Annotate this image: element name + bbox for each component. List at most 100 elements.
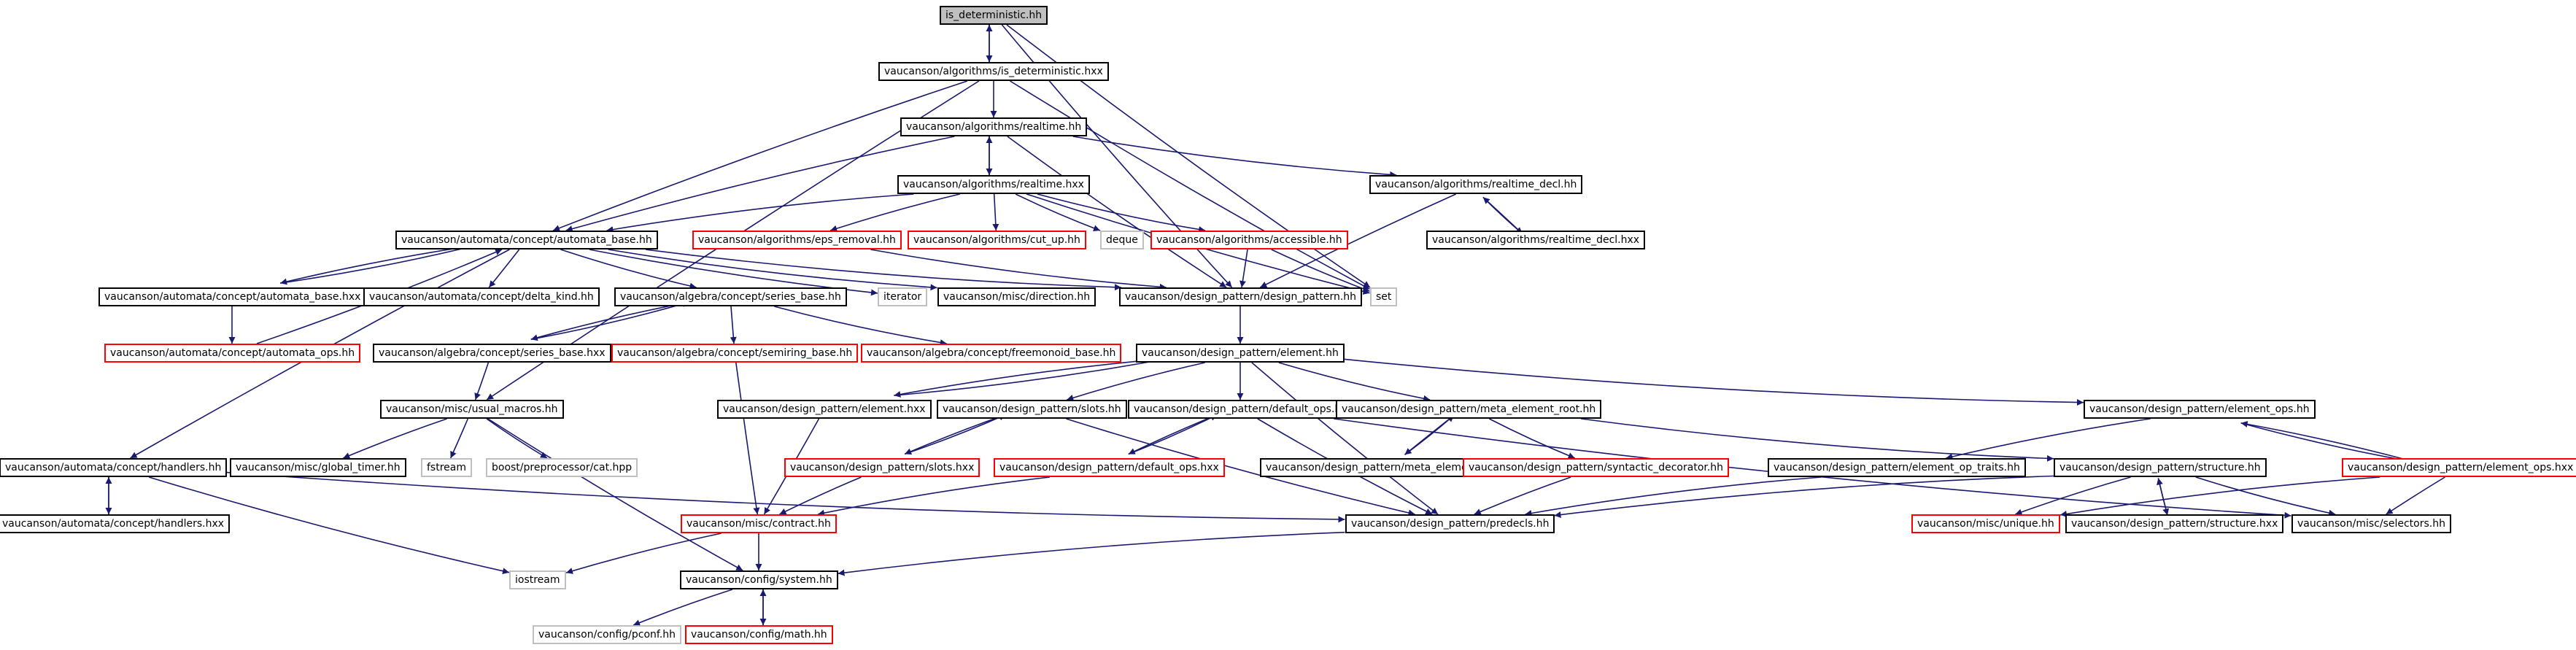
edge-predecls-to-system bbox=[838, 531, 1345, 576]
edge-default-ops-hxx-to-default-ops-hh bbox=[1128, 414, 1218, 455]
node-accessible[interactable]: vaucanson/algorithms/accessible.hh bbox=[1150, 231, 1348, 249]
node-syntactic-decorator[interactable]: vaucanson/design_pattern/syntactic_decor… bbox=[1463, 458, 1730, 477]
edge-automata-base-hh-to-series-base-hh bbox=[560, 249, 697, 290]
node-element-op-traits[interactable]: vaucanson/design_pattern/element_op_trai… bbox=[1768, 458, 2026, 477]
node-contract[interactable]: vaucanson/misc/contract.hh bbox=[681, 514, 837, 533]
edge-automata-base-hxx-to-automata-base-hh bbox=[280, 243, 477, 284]
edge-automata-base-hh-to-direction bbox=[608, 249, 937, 291]
edge-element-hh-to-slots-hh bbox=[1067, 362, 1205, 401]
node-series-base-hxx[interactable]: vaucanson/algebra/concept/series_base.hx… bbox=[373, 344, 611, 363]
edge-accessible-to-design-pattern-hh bbox=[1239, 249, 1248, 288]
edge-is-det-hxx-to-automata-base-hh bbox=[552, 80, 968, 231]
node-system[interactable]: vaucanson/config/system.hh bbox=[680, 570, 838, 589]
edge-realtime-hxx-to-cut-up bbox=[992, 193, 999, 231]
edge-is-det-hh-to-design-pattern-hh bbox=[1001, 24, 1233, 288]
edge-series-base-hh-to-freemonoid-base bbox=[774, 306, 947, 346]
edge-semiring-base-to-contract bbox=[735, 362, 760, 515]
node-pconf[interactable]: vaucanson/config/pconf.hh bbox=[533, 625, 682, 644]
edge-element-ops-hxx-to-element-ops-hh bbox=[2240, 421, 2417, 463]
edge-contract-to-iostream bbox=[565, 533, 722, 574]
node-cut-up[interactable]: vaucanson/algorithms/cut_up.hh bbox=[908, 231, 1086, 249]
edge-automata-base-hh-to-automata-base-hxx bbox=[280, 244, 477, 285]
node-delta-kind[interactable]: vaucanson/automata/concept/delta_kind.hh bbox=[363, 287, 600, 306]
node-meta-element-root-hh[interactable]: vaucanson/design_pattern/meta_element_ro… bbox=[1336, 400, 1602, 419]
node-slots-hh[interactable]: vaucanson/design_pattern/slots.hh bbox=[937, 400, 1127, 419]
edge-syntactic-decorator-to-predecls bbox=[1474, 476, 1571, 515]
node-realtime-decl-hh[interactable]: vaucanson/algorithms/realtime_decl.hh bbox=[1369, 175, 1583, 194]
edge-handlers-hh-to-iostream bbox=[148, 476, 510, 575]
node-selectors[interactable]: vaucanson/misc/selectors.hh bbox=[2291, 514, 2451, 533]
node-semiring-base[interactable]: vaucanson/algebra/concept/semiring_base.… bbox=[611, 344, 859, 363]
edge-series-base-hxx-to-usual-macros bbox=[474, 362, 490, 401]
edge-realtime-hh-to-automata-base-hh bbox=[565, 136, 955, 232]
node-iterator[interactable]: iterator bbox=[878, 287, 928, 306]
node-realtime-hh[interactable]: vaucanson/algorithms/realtime.hh bbox=[900, 117, 1088, 136]
node-series-base-hh[interactable]: vaucanson/algebra/concept/series_base.hh bbox=[614, 287, 847, 306]
node-iostream[interactable]: iostream bbox=[509, 570, 566, 589]
edge-element-ops-hxx-to-selectors bbox=[2386, 476, 2445, 515]
node-element-hh[interactable]: vaucanson/design_pattern/element.hh bbox=[1136, 344, 1345, 363]
node-automata-base-hh[interactable]: vaucanson/automata/concept/automata_base… bbox=[395, 231, 658, 249]
edge-accessible-to-set bbox=[1271, 249, 1370, 293]
node-design-pattern-hh[interactable]: vaucanson/design_pattern/design_pattern.… bbox=[1119, 287, 1363, 306]
edge-realtime-hh-to-realtime-decl-hh bbox=[1072, 136, 1397, 178]
edge-meta-element-root-hxx-to-meta-element-root-hh bbox=[1404, 414, 1455, 455]
node-direction[interactable]: vaucanson/misc/direction.hh bbox=[937, 287, 1096, 306]
edge-structure-hh-to-selectors bbox=[2195, 476, 2336, 516]
node-usual-macros[interactable]: vaucanson/misc/usual_macros.hh bbox=[380, 400, 564, 419]
node-global-timer[interactable]: vaucanson/misc/global_timer.hh bbox=[230, 458, 406, 477]
node-realtime-hxx[interactable]: vaucanson/algorithms/realtime.hxx bbox=[897, 175, 1090, 194]
edge-series-base-hxx-to-series-base-hh bbox=[530, 301, 689, 340]
edge-meta-element-root-hh-to-syntactic-decorator bbox=[1488, 418, 1576, 459]
node-element-ops-hh[interactable]: vaucanson/design_pattern/element_ops.hh bbox=[2084, 400, 2316, 419]
edge-usual-macros-to-fstream bbox=[449, 418, 469, 459]
node-deque[interactable]: deque bbox=[1100, 231, 1144, 249]
edge-system-to-pconf bbox=[633, 589, 733, 626]
node-default-ops-hh[interactable]: vaucanson/design_pattern/default_ops.hh bbox=[1128, 400, 1354, 419]
edge-element-hh-to-predecls bbox=[1251, 362, 1439, 515]
edge-slots-hh-to-predecls bbox=[1066, 418, 1415, 516]
node-slots-hxx[interactable]: vaucanson/design_pattern/slots.hxx bbox=[784, 458, 980, 477]
edge-realtime-hxx-to-accessible bbox=[1037, 193, 1206, 233]
node-cat-hpp[interactable]: boost/preprocessor/cat.hpp bbox=[486, 458, 638, 477]
node-predecls[interactable]: vaucanson/design_pattern/predecls.hh bbox=[1345, 514, 1555, 533]
edge-realtime-hxx-to-deque bbox=[1015, 193, 1101, 232]
node-freemonoid-base[interactable]: vaucanson/algebra/concept/freemonoid_bas… bbox=[861, 344, 1122, 363]
node-element-hxx[interactable]: vaucanson/design_pattern/element.hxx bbox=[717, 400, 932, 419]
edge-automata-base-hh-to-design-pattern-hh bbox=[645, 249, 1122, 291]
edge-realtime-hxx-to-automata-base-hh bbox=[606, 193, 914, 233]
edge-meta-element-root-hh-to-structure-hh bbox=[1580, 418, 2054, 462]
edge-default-ops-hxx-to-contract bbox=[817, 476, 1051, 516]
node-eps-removal[interactable]: vaucanson/algorithms/eps_removal.hh bbox=[692, 231, 902, 249]
edge-element-hh-to-meta-element-root-hh bbox=[1278, 362, 1431, 402]
edge-realtime-hxx-to-eps-removal bbox=[829, 193, 960, 232]
edge-structure-hh-to-unique bbox=[2015, 476, 2131, 516]
node-set[interactable]: set bbox=[1370, 287, 1398, 306]
edge-element-hh-to-element-ops-hh bbox=[1344, 358, 2084, 406]
edge-structure-hh-to-predecls bbox=[1554, 475, 2054, 519]
edge-series-base-hh-to-series-base-hxx bbox=[530, 301, 689, 341]
node-automata-ops[interactable]: vaucanson/automata/concept/automata_ops.… bbox=[104, 344, 361, 363]
edge-realtime-decl-hxx-to-realtime-decl-hh bbox=[1482, 196, 1523, 234]
node-handlers-hh[interactable]: vaucanson/automata/concept/handlers.hh bbox=[0, 458, 228, 477]
edge-series-base-hh-to-semiring-base bbox=[730, 306, 737, 344]
node-math[interactable]: vaucanson/config/math.hh bbox=[685, 625, 833, 644]
node-default-ops-hxx[interactable]: vaucanson/design_pattern/default_ops.hxx bbox=[994, 458, 1225, 477]
edge-handlers-hh-to-predecls bbox=[226, 471, 1345, 523]
edge-usual-macros-to-global-timer bbox=[342, 418, 447, 459]
node-is-det-hxx[interactable]: vaucanson/algorithms/is_deterministic.hx… bbox=[878, 62, 1109, 81]
node-automata-base-hxx[interactable]: vaucanson/automata/concept/automata_base… bbox=[98, 287, 367, 306]
edge-element-hh-to-element-hxx bbox=[894, 357, 1170, 398]
node-fstream[interactable]: fstream bbox=[421, 458, 472, 477]
node-element-ops-hxx[interactable]: vaucanson/design_pattern/element_ops.hxx bbox=[2342, 458, 2576, 477]
edge-element-ops-hxx-to-unique bbox=[2059, 476, 2380, 517]
node-structure-hh[interactable]: vaucanson/design_pattern/structure.hh bbox=[2054, 458, 2267, 477]
node-unique[interactable]: vaucanson/misc/unique.hh bbox=[1911, 514, 2060, 533]
node-realtime-decl-hxx[interactable]: vaucanson/algorithms/realtime_decl.hxx bbox=[1426, 231, 1646, 249]
node-structure-hxx[interactable]: vaucanson/design_pattern/structure.hxx bbox=[2065, 514, 2284, 533]
node-handlers-hxx[interactable]: vaucanson/automata/concept/handlers.hxx bbox=[0, 514, 231, 533]
edge-realtime-decl-hh-to-design-pattern-hh bbox=[1259, 193, 1457, 288]
node-is-det-hh: is_deterministic.hh bbox=[940, 6, 1048, 25]
